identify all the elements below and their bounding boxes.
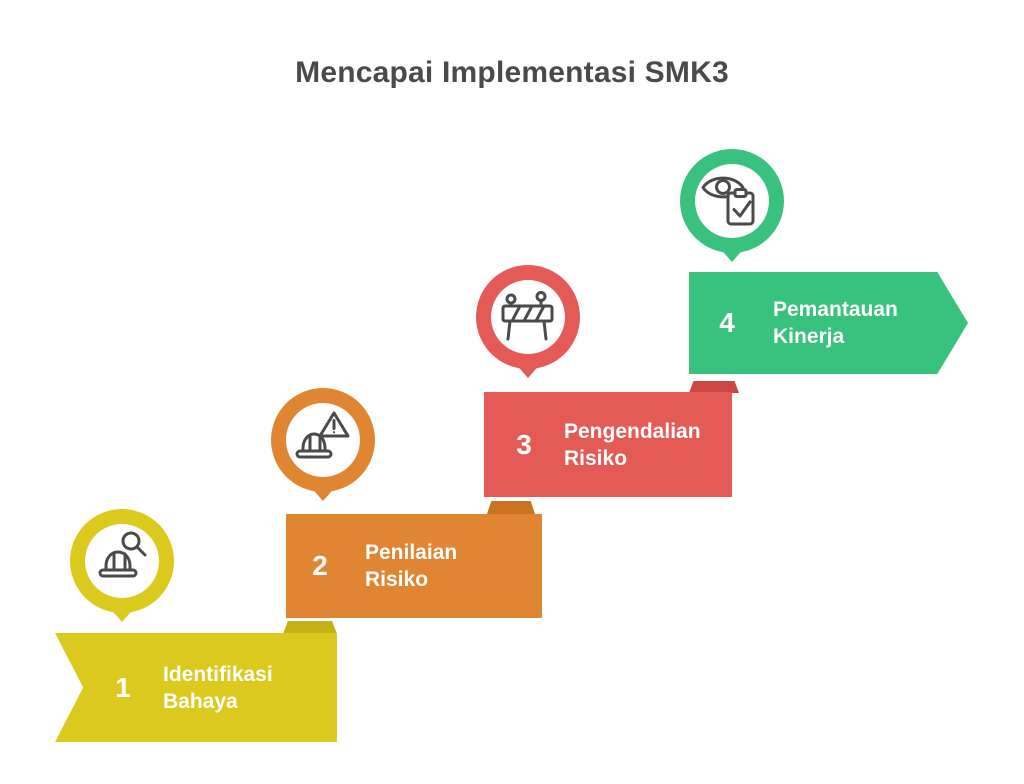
page-title: Mencapai Implementasi SMK3 <box>295 56 729 89</box>
step-number: 4 <box>719 307 735 338</box>
step-block-1: 1 Identifikasi Bahaya <box>55 633 337 742</box>
step-badge-1 <box>70 509 174 622</box>
step-label: Penilaian Risiko <box>365 541 458 591</box>
eye-checklist-icon <box>701 176 755 226</box>
step-block-4: 4 Pemantauan Kinerja <box>689 272 968 374</box>
step-label: Pengendalian Risiko <box>564 419 701 470</box>
step-number: 2 <box>312 550 328 581</box>
step-badge-4 <box>680 149 784 262</box>
step-number: 1 <box>115 671 131 703</box>
step-block-3: 3 Pengendalian Risiko <box>484 392 732 497</box>
step-badge-2 <box>271 388 375 501</box>
step-label: Identifikasi Bahaya <box>163 662 273 713</box>
helmet-magnifier-icon <box>98 531 147 578</box>
step-block-2: 2 Penilaian Risiko <box>286 514 542 618</box>
ribbon-fold-1 <box>283 621 337 634</box>
step-badge-3 <box>476 265 580 378</box>
step-number: 3 <box>516 428 532 460</box>
ribbon-fold-3 <box>689 381 739 393</box>
step-label: Pemantauan Kinerja <box>773 298 898 348</box>
ribbon-fold-2 <box>487 501 535 514</box>
helmet-warning-icon <box>295 411 350 459</box>
road-barrier-icon <box>501 291 554 341</box>
